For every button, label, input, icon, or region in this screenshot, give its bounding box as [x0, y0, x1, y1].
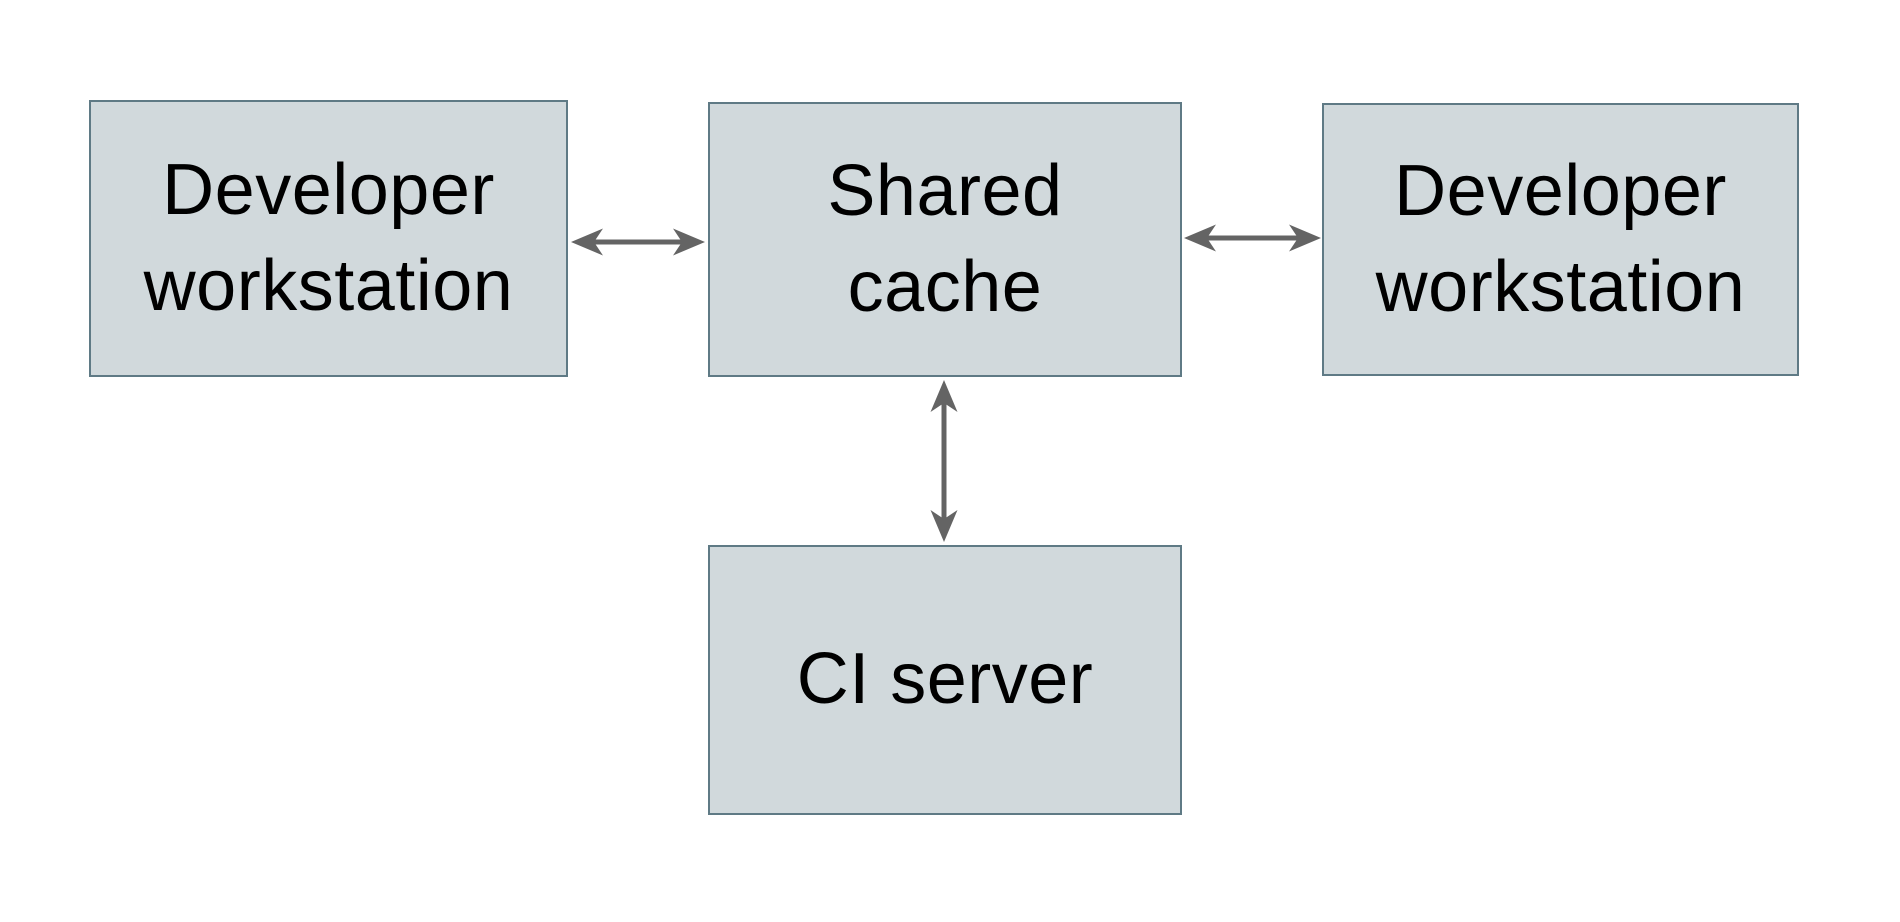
node-developer-workstation-right: Developer workstation: [1322, 103, 1799, 376]
arrowhead-left-icon: [571, 228, 603, 256]
node-label: Shared cache: [827, 150, 1063, 327]
arrowhead-right-icon: [673, 228, 705, 256]
node-label: Developer workstation: [143, 149, 514, 326]
edge-cache-devright: [1184, 224, 1321, 252]
node-shared-cache: Shared cache: [708, 102, 1182, 377]
edge-devleft-cache: [571, 228, 705, 256]
node-ci-server: CI server: [708, 545, 1182, 815]
arrowhead-left-icon: [1184, 224, 1216, 252]
arrowhead-right-icon: [1289, 224, 1321, 252]
node-label: Developer workstation: [1375, 150, 1746, 327]
edge-cache-ciserver: [930, 380, 958, 542]
arrowhead-down-icon: [930, 510, 958, 542]
node-label: CI server: [796, 639, 1094, 720]
node-developer-workstation-left: Developer workstation: [89, 100, 568, 377]
arrowhead-up-icon: [930, 380, 958, 412]
